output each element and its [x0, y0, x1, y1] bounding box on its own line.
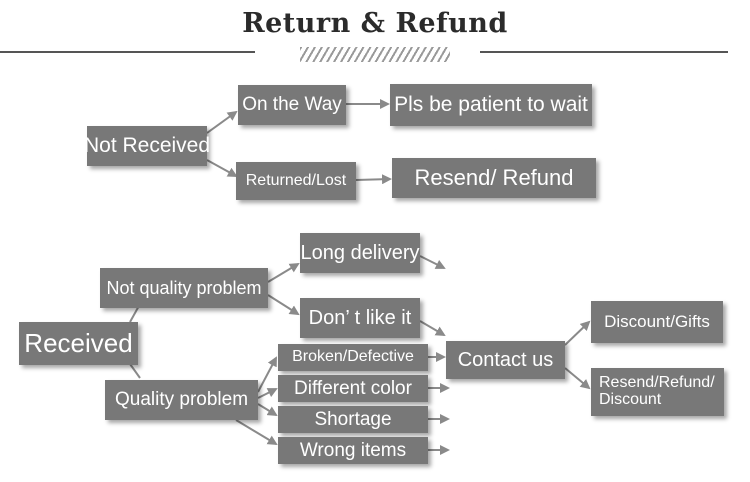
node-broken-defective: Broken/Defective: [278, 344, 428, 371]
node-different-color: Different color: [278, 375, 428, 402]
discount-line: Discount: [599, 391, 662, 408]
decorative-hatch: [300, 47, 450, 62]
connector-received-to-quality: [129, 363, 141, 379]
node-received: Received: [19, 322, 138, 365]
arrow-not-received-to-returned-lost: [206, 159, 238, 177]
resend-refund-line: Resend/Refund/: [599, 374, 715, 392]
arrow-quality-to-shortage: [257, 403, 278, 417]
arrow-long-delivery-out: [419, 255, 446, 269]
arrow-returned-lost-to-resend-refund: [355, 174, 392, 185]
node-be-patient: Pls be patient to wait: [390, 84, 592, 126]
arrow-dont-like-to-contact: [419, 320, 446, 337]
node-resend-refund: Resend/ Refund: [392, 158, 596, 198]
title-divider-left: [0, 51, 255, 53]
node-not-quality-problem: Not quality problem: [100, 268, 268, 308]
arrow-quality-to-wrong-items: [235, 419, 278, 446]
node-resend-refund-discount: Resend/Refund/ Discount: [591, 368, 724, 416]
node-discount-gifts: Discount/Gifts: [591, 301, 723, 343]
node-not-received: Not Received: [84, 126, 210, 166]
arrow-contact-to-discount: [564, 320, 591, 346]
node-quality-problem: Quality problem: [105, 380, 258, 420]
arrow-not-quality-to-dont-like: [267, 294, 300, 316]
node-dont-like-it: Don’ t like it: [300, 298, 420, 338]
title-divider-right: [480, 51, 728, 53]
arrow-quality-to-color: [257, 388, 278, 399]
arrow-quality-to-broken: [257, 356, 277, 393]
node-returned-lost: Returned/Lost: [236, 162, 356, 200]
arrow-not-received-to-on-the-way: [206, 110, 238, 134]
page-title: Return & Refund: [242, 8, 508, 39]
node-long-delivery: Long delivery: [300, 233, 420, 273]
node-wrong-items: Wrong items: [278, 437, 428, 464]
arrow-contact-to-resend: [564, 367, 591, 390]
arrow-not-quality-to-long-delivery: [267, 262, 300, 283]
node-shortage: Shortage: [278, 406, 428, 433]
node-contact-us: Contact us: [446, 341, 565, 379]
node-on-the-way: On the Way: [238, 85, 346, 125]
